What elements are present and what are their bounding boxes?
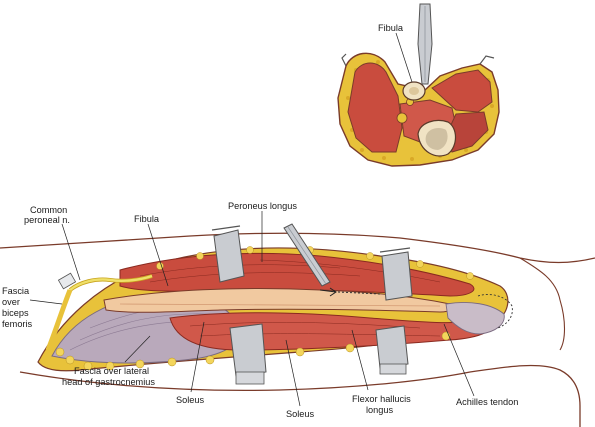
heel-outline (519, 257, 566, 351)
cross-section-inset: Fibula (337, 3, 500, 167)
biceps-fascia-strip (45, 289, 73, 351)
label-soleus-left: Soleus (176, 395, 204, 405)
retractor-lower-left (229, 323, 267, 385)
leg-outline (0, 232, 595, 264)
label-peroneus-longus: Peroneus longus (228, 201, 297, 211)
label-fibula-main: Fibula (134, 214, 160, 224)
main-surgical-view: Common peroneal n. Fibula Peroneus longu… (0, 201, 595, 427)
instrument-main (283, 223, 337, 297)
label-achilles-tendon: Achilles tendon (456, 397, 518, 407)
label-fascia-biceps: over (2, 297, 20, 307)
cut-arrow (319, 287, 337, 297)
neurovascular-bundle (396, 112, 408, 124)
leader-lines (29, 211, 475, 407)
retractor-upper-left (211, 225, 245, 283)
retractor-hook-inset (479, 55, 495, 65)
label-fascia-gastrocnemius: Fascia over lateral (74, 366, 149, 376)
label-fascia-biceps: femoris (2, 319, 33, 329)
cross-section-muscle-anterior (431, 69, 493, 113)
leader-line (395, 32, 413, 83)
label-fascia-gastrocnemius: head of gastrocnemius (62, 377, 155, 387)
dotted-cut-line (337, 291, 381, 295)
label-flexor-hallucis: Flexor hallucis (352, 394, 411, 404)
retractor-lower-right (375, 325, 409, 375)
label-fascia-biceps: Fascia (2, 286, 30, 296)
label-fibula-inset: Fibula (378, 23, 404, 33)
label-fascia-biceps: biceps (2, 308, 29, 318)
dotted-ankle-outline (477, 294, 513, 329)
achilles-tendon (445, 302, 505, 335)
cross-section-muscle-lateral (347, 62, 403, 153)
tibia-marrow (425, 128, 448, 150)
vessel-loop (57, 272, 77, 290)
label-soleus-right: Soleus (286, 409, 314, 419)
label-common-peroneal: peroneal n. (24, 215, 70, 225)
label-flexor-hallucis: longus (366, 405, 393, 415)
label-common-peroneal: Common (30, 205, 67, 215)
retractor-hook-inset (341, 53, 347, 67)
leg-outline-lower (19, 364, 581, 427)
retractor-upper-right (379, 247, 413, 301)
fibula-marrow (409, 87, 419, 95)
